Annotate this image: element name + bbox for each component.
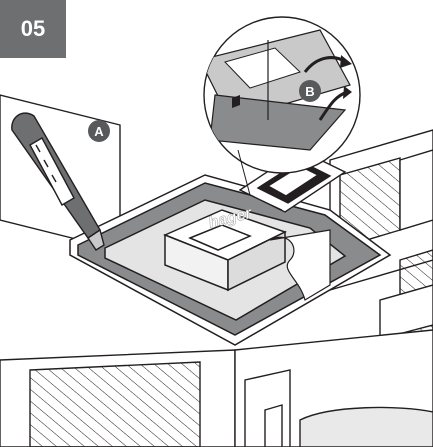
zoom-detail: [200, 17, 360, 173]
bottom-box: [0, 330, 433, 447]
step-number: 05: [0, 0, 66, 58]
marker-a: A: [88, 120, 110, 142]
marker-b: B: [299, 80, 321, 102]
